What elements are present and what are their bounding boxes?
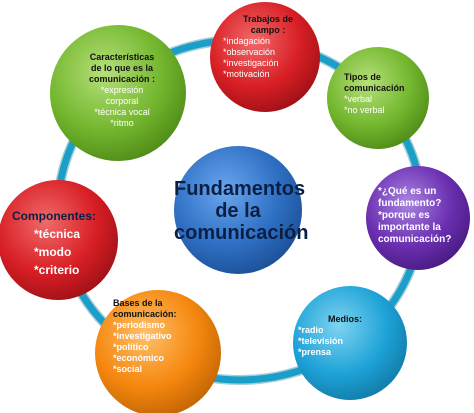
node-line: *televisión: [298, 336, 344, 346]
node-line: *no verbal: [344, 105, 385, 115]
center-title-line: Fundamentos: [174, 178, 306, 200]
center-title: Fundamentos de la comunicación: [174, 178, 309, 244]
node-line: *radio: [298, 325, 324, 335]
node-line: *periodismo: [113, 320, 166, 330]
node-line: Bases de la: [113, 298, 163, 308]
node-line: *modo: [34, 245, 72, 259]
center-title-line: comunicación: [174, 222, 309, 244]
node-circle-medios: [293, 286, 407, 400]
node-line: *verbal: [344, 94, 373, 104]
node-line: *porque es: [378, 210, 430, 221]
node-fundamento-text: *¿Qué es un fundamento? *porque es impor…: [378, 186, 468, 246]
node-circle-trabajos: [210, 2, 320, 112]
node-bases-text: Bases de la comunicación: *periodismo *i…: [113, 298, 213, 375]
node-tipos-text: Tipos de comunicación *verbal *no verbal: [344, 72, 424, 116]
node-circle-tipos: [327, 47, 429, 149]
node-circle-bases: [95, 290, 221, 413]
node-line: *técnica: [34, 227, 81, 241]
node-line: Características: [89, 52, 155, 62]
node-circle-fundamento: [366, 166, 470, 270]
node-line: *técnica vocal: [94, 107, 150, 117]
node-trabajos-text: Trabajos de campo : *indagación *observa…: [223, 14, 313, 80]
node-circle-componentes: [0, 180, 118, 300]
node-line: *económico: [113, 353, 165, 363]
node-line: comunicación: [344, 83, 405, 93]
node-line: *indagación: [223, 36, 271, 46]
center-title-line: de la: [215, 200, 261, 222]
node-line: *investigativo: [113, 331, 172, 341]
node-line: *¿Qué es un: [378, 186, 437, 197]
node-line: *político: [113, 342, 149, 352]
node-line: de lo que es la: [90, 63, 154, 73]
node-line: *expresión: [100, 85, 144, 95]
node-line: comunicación:: [113, 309, 177, 319]
node-line: *motivación: [223, 69, 270, 79]
node-line: Medios:: [328, 314, 363, 324]
node-line: *criterio: [34, 263, 80, 277]
node-line: *observación: [223, 47, 276, 57]
node-line: *social: [113, 364, 143, 374]
node-line: Trabajos de: [242, 14, 294, 24]
center-circle: [174, 146, 302, 274]
node-caracteristicas-text: Características de lo que es la comunica…: [72, 52, 172, 129]
node-line: comunicación :: [88, 74, 155, 84]
node-componentes-text: Componentes: *técnica *modo *criterio: [12, 207, 112, 279]
node-line: campo :: [250, 25, 286, 35]
node-line: *investigación: [223, 58, 279, 68]
node-line: Componentes:: [12, 209, 96, 223]
node-line: importante la: [378, 222, 441, 233]
node-line: *ritmo: [110, 118, 134, 128]
node-medios-text: Medios: *radio *televisión *prensa: [298, 314, 398, 358]
node-line: comunicación?: [378, 234, 452, 245]
node-line: Tipos de: [344, 72, 381, 82]
node-line: *prensa: [298, 347, 332, 357]
node-line: corporal: [105, 96, 139, 106]
node-line: fundamento?: [378, 198, 442, 209]
node-circle-caracteristicas: [50, 25, 186, 161]
